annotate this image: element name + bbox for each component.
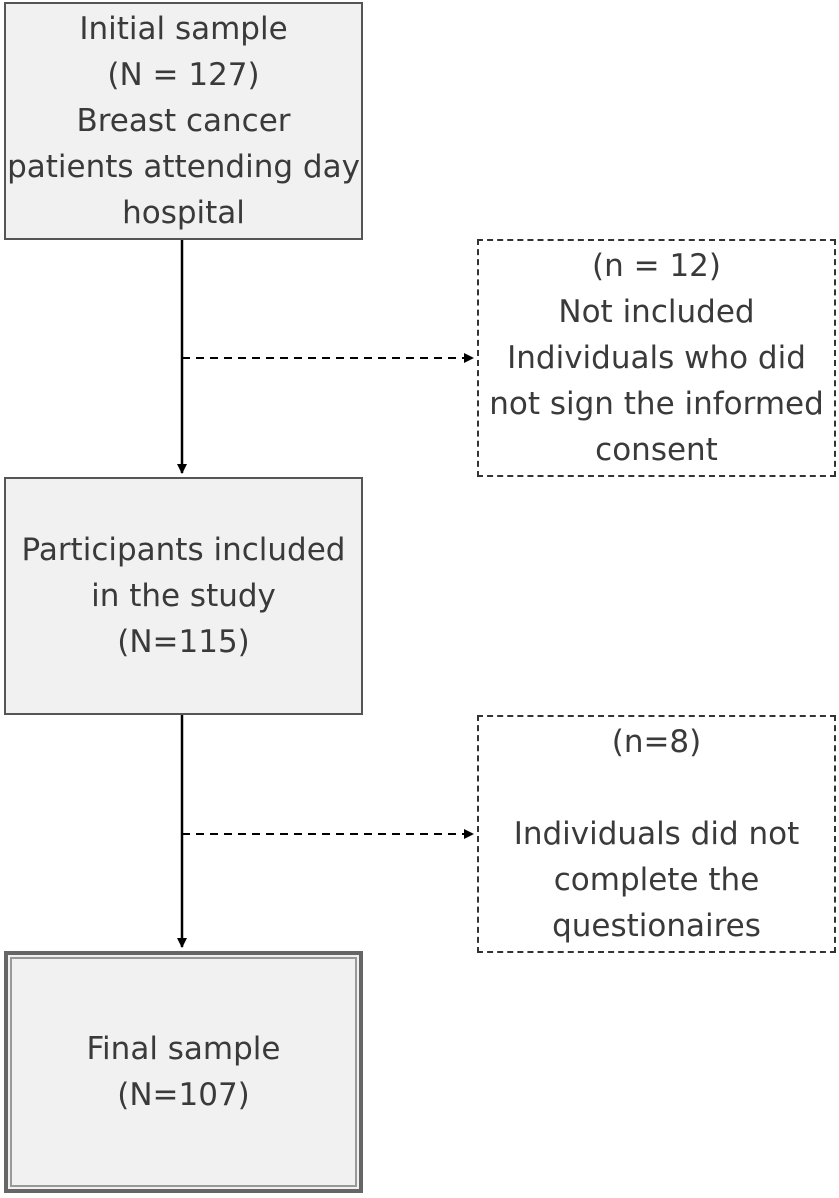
initial-sample-line-5: hospital xyxy=(122,195,245,231)
incomplete-questionnaires-box: (n=8) Individuals did not complete the q… xyxy=(477,715,836,953)
not-included-line-4: not sign the informed xyxy=(489,386,824,422)
final-sample-line-2: (N=107) xyxy=(117,1077,250,1113)
incomplete-count: (n=8) xyxy=(611,724,702,760)
final-sample-line-1: Final sample xyxy=(86,1031,281,1067)
incomplete-line-1: Individuals did not xyxy=(513,816,800,852)
not-included-line-2: Not included xyxy=(558,294,755,330)
participants-included-line-2: in the study xyxy=(91,578,276,614)
initial-sample-line-3: Breast cancer xyxy=(76,103,291,139)
not-included-line-5: consent xyxy=(595,432,718,468)
incomplete-line-2: complete the xyxy=(553,862,760,898)
participants-included-line-3: (N=115) xyxy=(117,624,250,660)
final-sample-box: Final sample (N=107) xyxy=(4,951,363,1193)
initial-sample-line-2: (N = 127) xyxy=(107,57,260,93)
not-included-box: (n = 12) Not included Individuals who di… xyxy=(477,239,836,477)
participants-included-box: Participants included in the study (N=11… xyxy=(4,477,363,715)
not-included-line-3: Individuals who did xyxy=(507,340,806,376)
initial-sample-box: Initial sample (N = 127) Breast cancer p… xyxy=(4,2,363,240)
not-included-line-1: (n = 12) xyxy=(592,248,721,284)
participants-included-line-1: Participants included xyxy=(21,532,346,568)
initial-sample-line-1: Initial sample xyxy=(79,11,288,47)
incomplete-line-3: questionaires xyxy=(552,908,761,944)
initial-sample-line-4: patients attending day xyxy=(7,149,360,185)
